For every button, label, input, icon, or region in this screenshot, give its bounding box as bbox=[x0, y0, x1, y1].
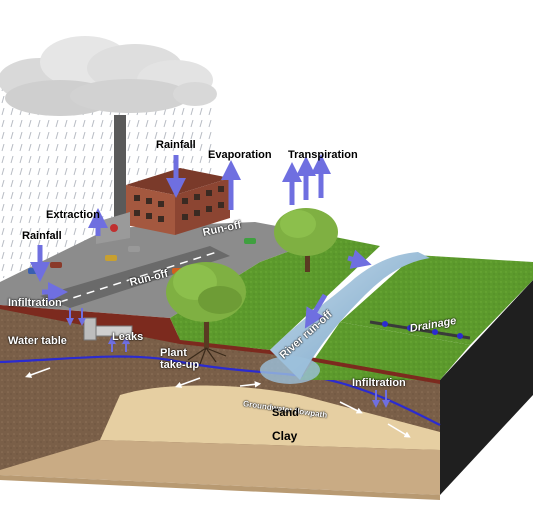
infiltration-right-label: Infiltration bbox=[352, 377, 406, 389]
extraction-label: Extraction bbox=[46, 209, 100, 221]
chimney bbox=[114, 115, 126, 223]
plant-take-up-label: Plant take-up bbox=[160, 347, 200, 371]
transpiration-label: Transpiration bbox=[288, 149, 358, 161]
runoff-to-river-arrow bbox=[347, 249, 372, 269]
block-side bbox=[440, 280, 533, 495]
flow-arrows bbox=[30, 154, 372, 329]
water-table-line bbox=[0, 355, 441, 426]
grass-field-left bbox=[170, 236, 380, 350]
infiltration-left-label: Infiltration bbox=[8, 297, 62, 309]
clay-label: Clay bbox=[272, 429, 298, 443]
tree-right bbox=[274, 208, 338, 272]
rainfall-left-label: Rainfall bbox=[22, 230, 62, 242]
drainage-pipe bbox=[369, 320, 471, 340]
sand-label: Sand bbox=[272, 407, 299, 419]
soil-cross-section bbox=[0, 305, 441, 500]
rainfall-label: Rainfall bbox=[156, 139, 196, 151]
water-table-label: Water table bbox=[8, 335, 67, 347]
clay-layer bbox=[0, 440, 440, 495]
river bbox=[270, 252, 430, 380]
evaporation-label: Evaporation bbox=[208, 149, 272, 161]
factory bbox=[96, 115, 230, 244]
groundwater-arrows bbox=[24, 367, 411, 438]
grass-field-right bbox=[340, 255, 533, 345]
river-flow-arrow bbox=[304, 293, 328, 329]
tree-left bbox=[166, 262, 246, 365]
leaks-label: Leaks bbox=[112, 331, 144, 343]
sand-layer bbox=[100, 385, 440, 450]
